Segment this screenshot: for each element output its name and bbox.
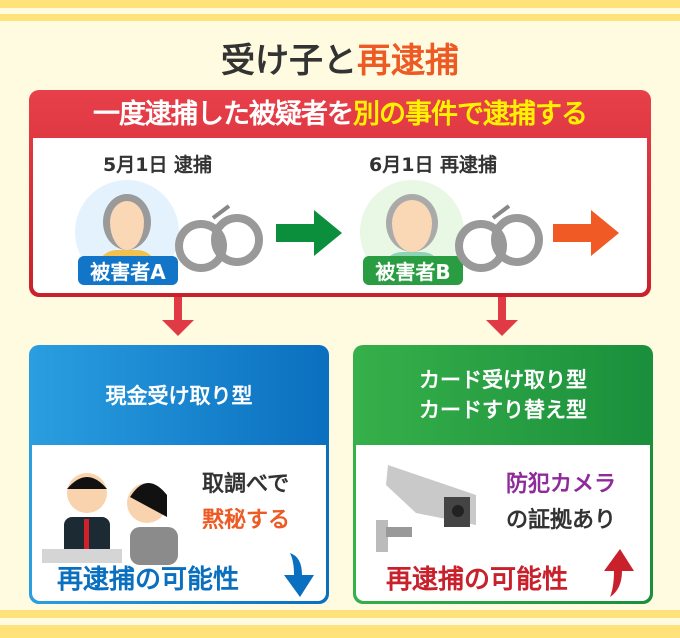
date-label-2: 6月1日 再逮捕: [369, 154, 498, 176]
card-content: 防犯カメラ の証拠あり 再逮捕の可能性: [356, 445, 650, 601]
green-arrow-icon: [276, 210, 342, 256]
card-heading: カード受け取り型カードすり替え型: [419, 368, 587, 422]
cash-text-line2: 黙秘する: [202, 508, 291, 533]
victim-b-label: 被害者B: [363, 256, 463, 285]
down-arrow-icon: [486, 320, 518, 336]
card-pickup-panel: カード受け取り型カードすり替え型 防犯カメラ の証拠あり 再逮捕の可能性: [353, 345, 653, 604]
handcuffs-icon: [175, 204, 263, 272]
connector-line-right: [498, 297, 506, 321]
handcuffs-icon: [455, 204, 543, 272]
cash-text-line1: 取調べで: [202, 472, 290, 497]
top-stripe: [0, 14, 680, 21]
bottom-stripe: [0, 610, 680, 618]
cash-heading: 現金受け取り型: [105, 384, 253, 408]
interrogation-illustration: [42, 473, 178, 565]
cash-rearrest-possibility: 再逮捕の可能性: [57, 565, 240, 595]
security-camera-icon: [376, 465, 476, 552]
orange-arrow-icon: [553, 210, 619, 256]
timeline-panel: 5月1日 逮捕 6月1日 再逮捕 被害者A 被害者B: [33, 138, 647, 293]
top-stripe: [0, 0, 680, 8]
card-text-line1: 防犯カメラ: [506, 472, 617, 497]
definition-banner: 一度逮捕した被疑者を別の事件で逮捕する: [93, 99, 588, 130]
cash-pickup-panel: 現金受け取り型 取調べで 黙秘する 再逮捕の可能性: [29, 345, 329, 604]
bottom-stripe: [0, 625, 680, 638]
rearrest-definition-panel: 一度逮捕した被疑者を別の事件で逮捕する 5月1日 逮捕 6月1日 再逮捕 被害者…: [29, 90, 651, 297]
cash-content: 取調べで 黙秘する 再逮捕の可能性: [32, 445, 326, 601]
victim-a-label: 被害者A: [78, 256, 178, 285]
card-text-line2: の証拠あり: [506, 508, 617, 533]
page-title: 受け子と再逮捕: [221, 41, 459, 81]
arrow-down-icon: [284, 553, 314, 597]
down-arrow-icon: [162, 320, 194, 336]
card-rearrest-possibility: 再逮捕の可能性: [386, 565, 569, 595]
arrow-up-icon: [604, 549, 634, 597]
connector-line-left: [174, 297, 182, 321]
date-label-1: 5月1日 逮捕: [103, 154, 213, 176]
